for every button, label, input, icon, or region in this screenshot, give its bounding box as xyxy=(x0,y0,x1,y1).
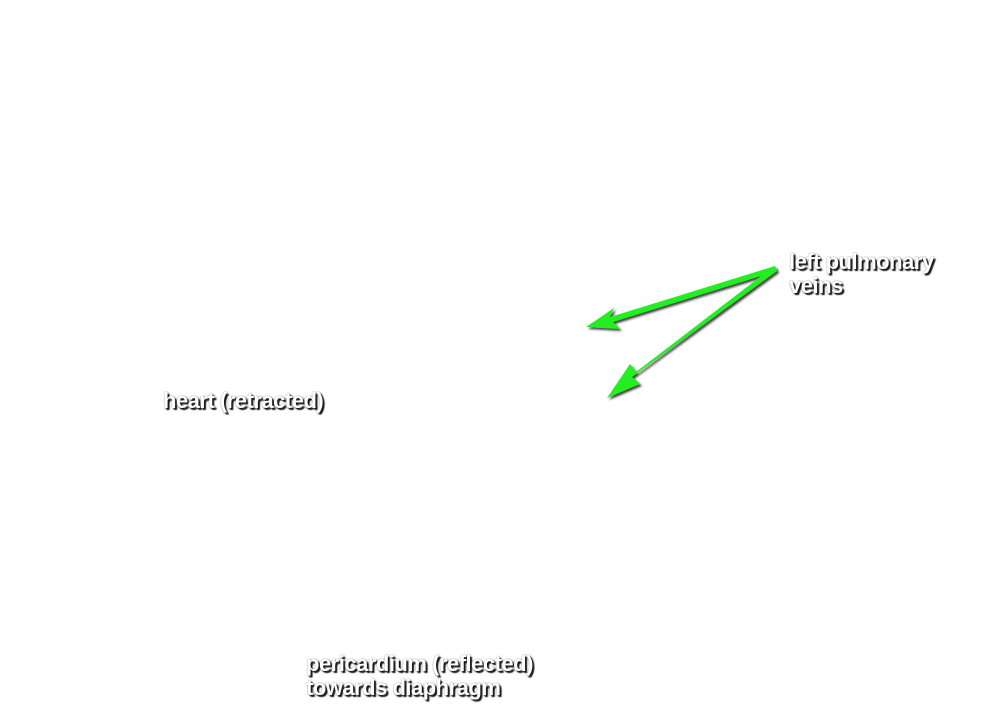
arrow-lower-icon xyxy=(607,267,777,398)
label-left-pulmonary-veins-line1: left pulmonary xyxy=(789,249,934,274)
label-left-pulmonary-veins-line2: veins xyxy=(789,273,843,298)
label-pericardium-reflected-line1: pericardium (reflected) xyxy=(306,651,533,676)
arrow-upper-icon xyxy=(586,266,777,329)
label-pericardium-reflected-line2: towards diaphragm xyxy=(306,675,501,700)
label-heart-retracted: heart (retracted) xyxy=(163,388,324,413)
label-pericardium-reflected: pericardium (reflected) towards diaphrag… xyxy=(306,652,533,700)
label-heart-retracted-line1: heart (retracted) xyxy=(163,388,324,413)
label-left-pulmonary-veins: left pulmonary veins xyxy=(789,250,934,298)
